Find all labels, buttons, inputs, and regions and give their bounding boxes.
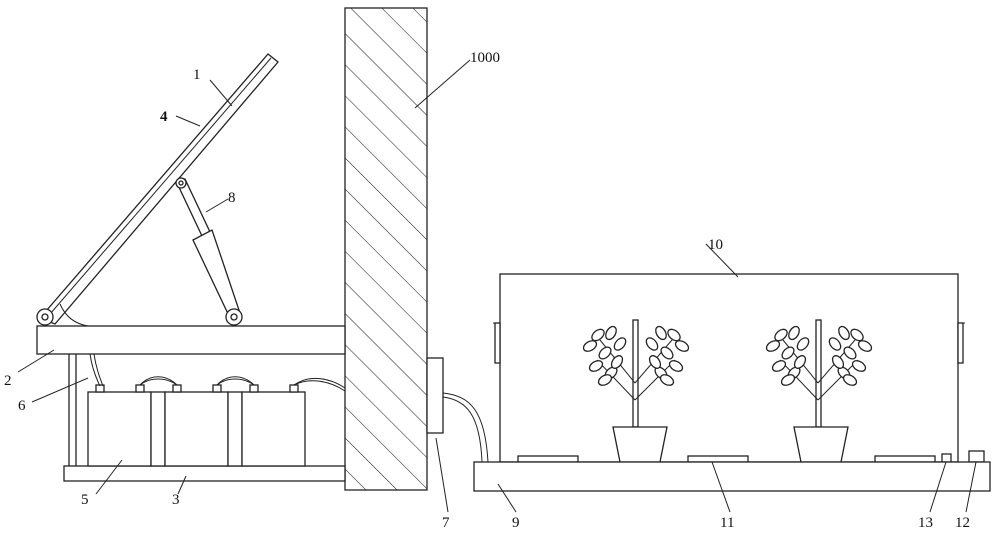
battery-divider-1 [150, 391, 166, 467]
label-wire: 6 [18, 398, 26, 414]
battery-divider-2 [227, 391, 243, 467]
panel-hinge [36, 308, 54, 326]
label-wall: 1000 [470, 50, 500, 66]
potted-plant-1 [582, 319, 690, 463]
lift-cylinder [175, 177, 243, 326]
label-sensor-a: 13 [918, 515, 933, 531]
label-sensor-b: 12 [955, 515, 970, 531]
label-battery: 5 [81, 492, 89, 508]
battery-link-wire [139, 376, 178, 386]
solar-panel [38, 53, 279, 327]
label-top-plate: 2 [4, 373, 12, 389]
label-base-plate: 3 [172, 492, 180, 508]
platform [473, 461, 991, 492]
battery-3 [241, 384, 306, 467]
wall [344, 7, 428, 491]
label-platform: 9 [512, 515, 520, 531]
support-post [68, 354, 77, 466]
labels: 1 4 8 1000 2 6 5 3 7 10 9 11 13 12 [4, 50, 970, 531]
potted-plant-2 [765, 319, 873, 463]
leader-lines [17, 59, 977, 513]
base-plate [63, 465, 346, 482]
sensor-13 [941, 453, 952, 463]
label-controller: 7 [442, 515, 450, 531]
wire [89, 353, 104, 387]
top-plate [36, 325, 346, 355]
label-lamp: 11 [720, 515, 734, 531]
label-cylinder: 8 [228, 190, 236, 206]
sensor-12 [968, 450, 985, 463]
label-panel: 1 [193, 67, 201, 83]
label-greenhouse: 10 [708, 237, 723, 253]
greenhouse-enclosure [493, 273, 965, 463]
battery-2 [164, 384, 229, 467]
controller-cable [442, 392, 489, 463]
controller-box [426, 357, 444, 434]
battery-group [87, 376, 346, 467]
label-frame: 4 [160, 109, 168, 125]
battery-1 [87, 384, 152, 467]
